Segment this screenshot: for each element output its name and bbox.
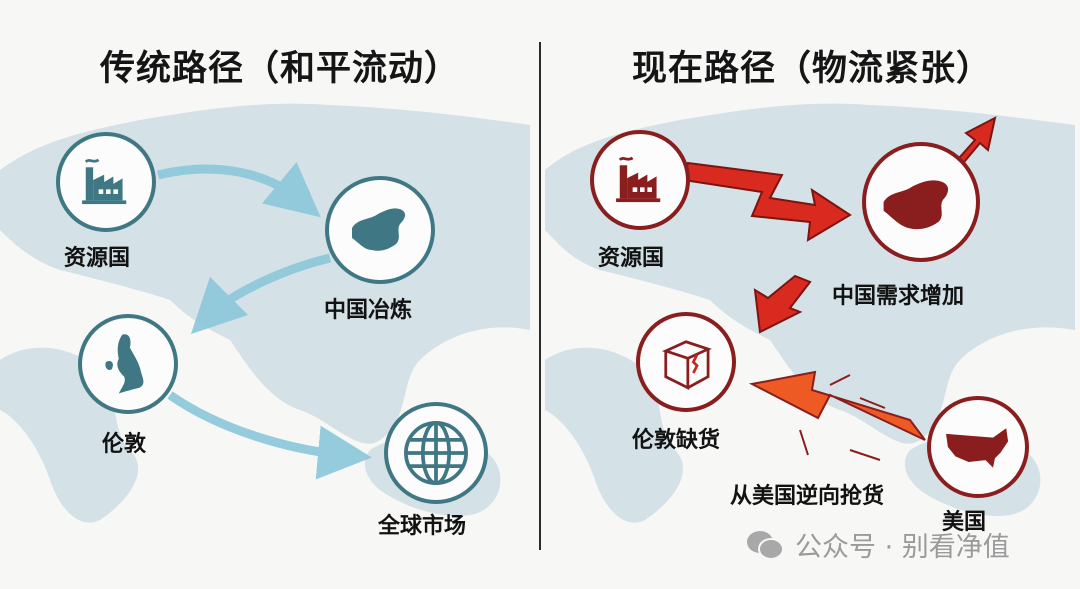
china-map-icon — [352, 208, 406, 251]
factory-icon — [82, 158, 127, 205]
china-map-rising-icon — [883, 180, 949, 230]
china-demand-node — [862, 142, 980, 262]
china-smelting-node — [325, 176, 435, 284]
london-node — [78, 314, 178, 414]
panel-divider — [539, 42, 541, 550]
london-label: 伦敦 — [102, 432, 147, 457]
globe-icon — [404, 421, 468, 485]
usa-node — [927, 396, 1029, 498]
resource-country-label-current: 资源国 — [598, 246, 665, 271]
wechat-icon — [747, 530, 784, 560]
usa-map-icon — [946, 428, 1009, 468]
global-market-node — [384, 402, 488, 504]
london-shortage-label: 伦敦缺货 — [632, 428, 721, 453]
resource-country-node-current — [590, 130, 690, 230]
global-market-label: 全球市场 — [378, 514, 467, 539]
traditional-route-title: 传统路径（和平流动） — [100, 49, 461, 89]
watermark: 公众号 · 别看净值 — [745, 525, 1010, 564]
london-shortage-node — [636, 312, 736, 412]
uk-map-icon — [105, 334, 144, 394]
resource-country-label: 资源国 — [64, 246, 131, 271]
current-route-title: 现在路径（物流紧张） — [632, 49, 993, 89]
factory-icon — [616, 156, 661, 203]
reverse-grab-annotation: 从美国逆向抢货 — [730, 484, 885, 509]
usa-label: 美国 — [942, 510, 987, 535]
watermark-text: 公众号 · 别看净值 — [795, 532, 1010, 563]
left-flow-arrows — [156, 161, 372, 480]
damaged-box-icon — [661, 340, 712, 390]
resource-country-node — [56, 132, 156, 232]
china-smelting-label: 中国冶炼 — [324, 298, 413, 323]
china-demand-label: 中国需求增加 — [832, 284, 965, 309]
